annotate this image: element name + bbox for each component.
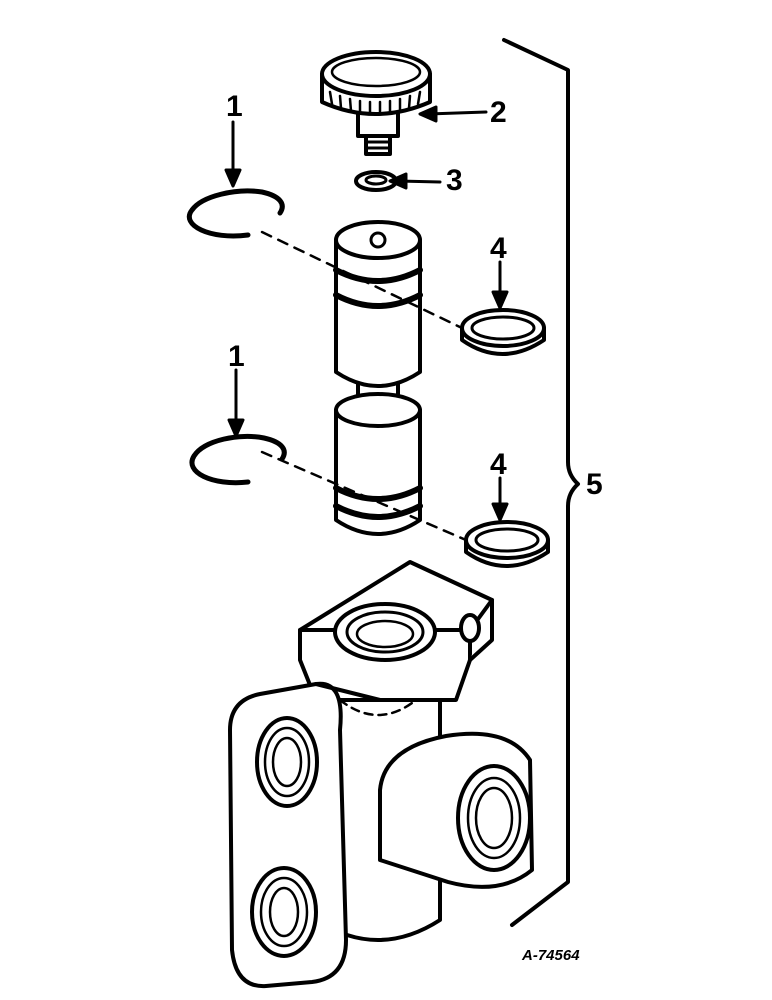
spool-part (333, 220, 423, 536)
assembly-bracket (502, 38, 580, 927)
leader-arrows (224, 105, 509, 522)
washer-part (354, 170, 398, 192)
callout-seal-ring-lower: 4 (490, 448, 507, 481)
callout-seal-ring-upper: 4 (490, 232, 507, 265)
figure-number: A-74564 (521, 947, 580, 964)
retaining-ring-upper (187, 188, 285, 239)
callout-washer: 3 (446, 164, 463, 197)
callout-assembly: 5 (586, 468, 603, 501)
alignment-lines (260, 230, 468, 542)
callout-knob: 2 (490, 96, 507, 129)
callout-retaining-ring-upper: 1 (226, 90, 243, 123)
seal-ring-lower (464, 520, 550, 568)
valve-body (228, 560, 534, 989)
seal-ring-upper (460, 308, 546, 356)
callout-retaining-ring-lower: 1 (228, 340, 245, 373)
knob-part (320, 50, 432, 156)
retaining-ring-lower (189, 433, 287, 486)
